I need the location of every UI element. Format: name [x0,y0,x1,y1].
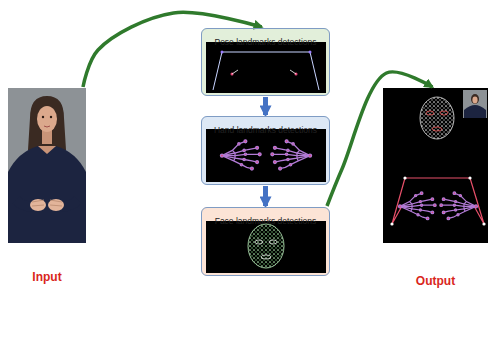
curved-arrow [83,12,262,87]
box-title: Pose landmarks detections [214,37,316,47]
face-panel [201,207,330,276]
hand-panel [201,116,330,185]
flow-arrow [263,186,268,206]
process-box: Pose landmarks detections [201,28,330,96]
input-photo [8,88,86,243]
pose-panel [201,28,330,96]
output-image: Output [383,88,488,243]
panel-label: Output [416,274,455,288]
box-title: Hand landmarks detections [214,125,317,135]
flow-arrow [263,97,268,115]
process-box: Face landmarks detections [201,207,330,276]
box-title: Face landmarks detections [215,216,317,226]
output-render [383,88,488,243]
input-image: Input [8,88,86,243]
process-box: Hand landmarks detections [201,116,330,185]
curved-arrow [327,72,432,206]
panel-label: Input [32,270,61,284]
